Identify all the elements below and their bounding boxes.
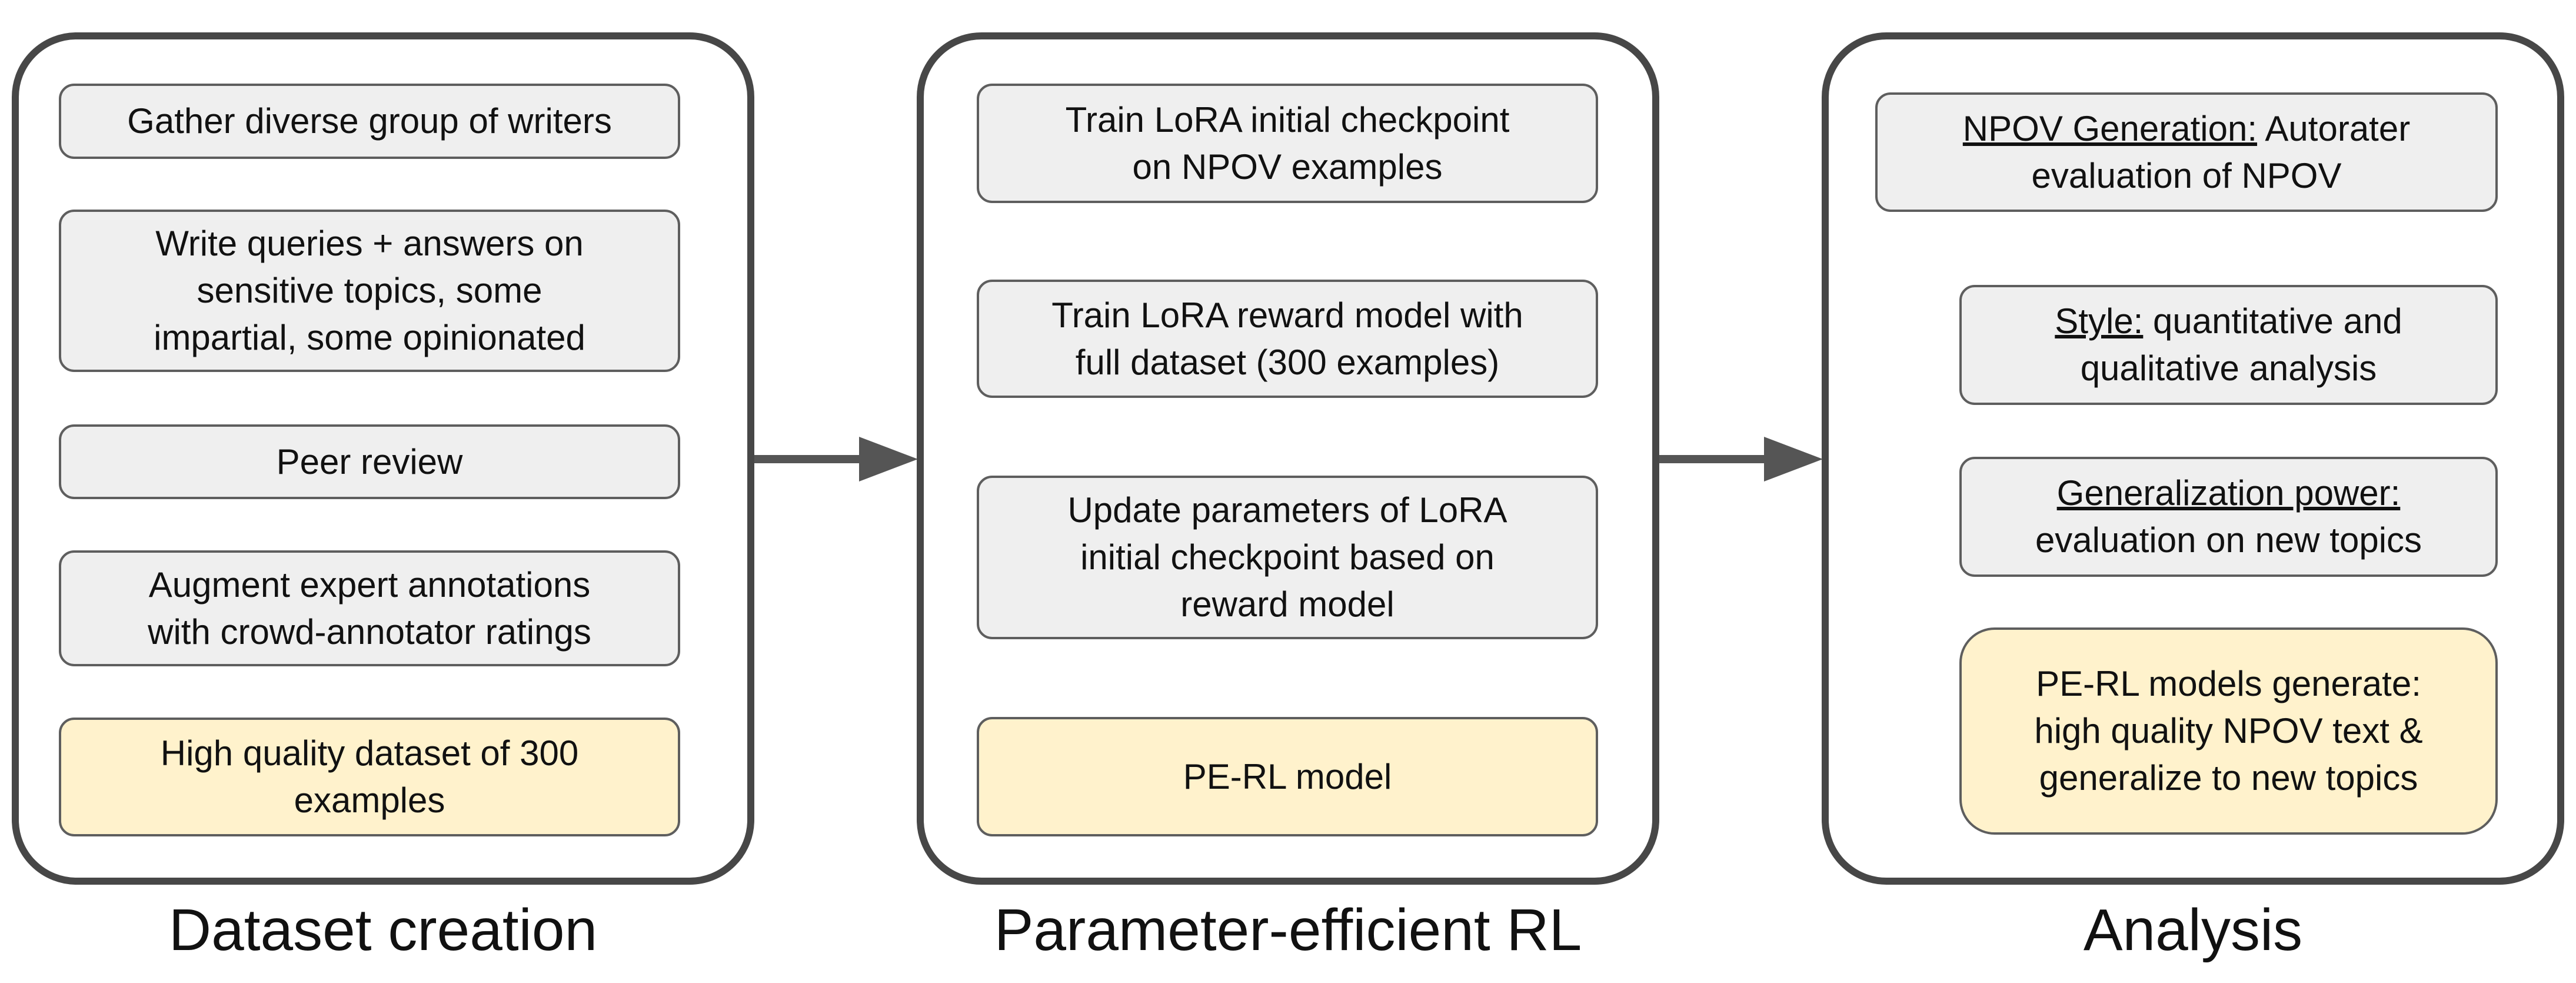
npov-generation-label: NPOV Generation:: [1962, 108, 2258, 148]
node-augment-annotations: Augment expert annotations with crowd-an…: [59, 550, 680, 666]
node-generalization-power: Generalization power: evaluation on new …: [1959, 457, 2498, 577]
node-train-lora-checkpoint: Train LoRA initial checkpoint on NPOV ex…: [977, 84, 1598, 203]
node-train-reward-model: Train LoRA reward model with full datase…: [977, 280, 1598, 398]
node-pe-rl-models-generate: PE-RL models generate: high quality NPOV…: [1959, 627, 2498, 835]
node-gather-writers: Gather diverse group of writers: [59, 84, 680, 159]
node-write-queries: Write queries + answers on sensitive top…: [59, 210, 680, 372]
style-text: quantitative and qualitative analysis: [2080, 301, 2402, 388]
stage-arrow-1-head: [859, 437, 918, 481]
stage-arrow-2-head: [1764, 437, 1823, 481]
caption-dataset-creation: Dataset creation: [168, 897, 598, 963]
generalization-text: evaluation on new topics: [2035, 520, 2422, 560]
node-style-analysis: Style: quantitative and qualitative anal…: [1959, 285, 2498, 405]
node-peer-review: Peer review: [59, 424, 680, 499]
generalization-label: Generalization power:: [2056, 473, 2401, 513]
npov-generation-text: Autorater evaluation of NPOV: [2031, 108, 2411, 195]
node-pe-rl-model: PE-RL model: [977, 717, 1598, 836]
style-label: Style:: [2055, 301, 2144, 341]
caption-analysis: Analysis: [2083, 897, 2303, 963]
node-high-quality-dataset: High quality dataset of 300 examples: [59, 718, 680, 836]
caption-parameter-efficient-rl: Parameter-efficient RL: [994, 897, 1582, 963]
node-npov-generation: NPOV Generation: Autorater evaluation of…: [1875, 92, 2498, 212]
node-update-parameters: Update parameters of LoRA initial checkp…: [977, 476, 1598, 639]
